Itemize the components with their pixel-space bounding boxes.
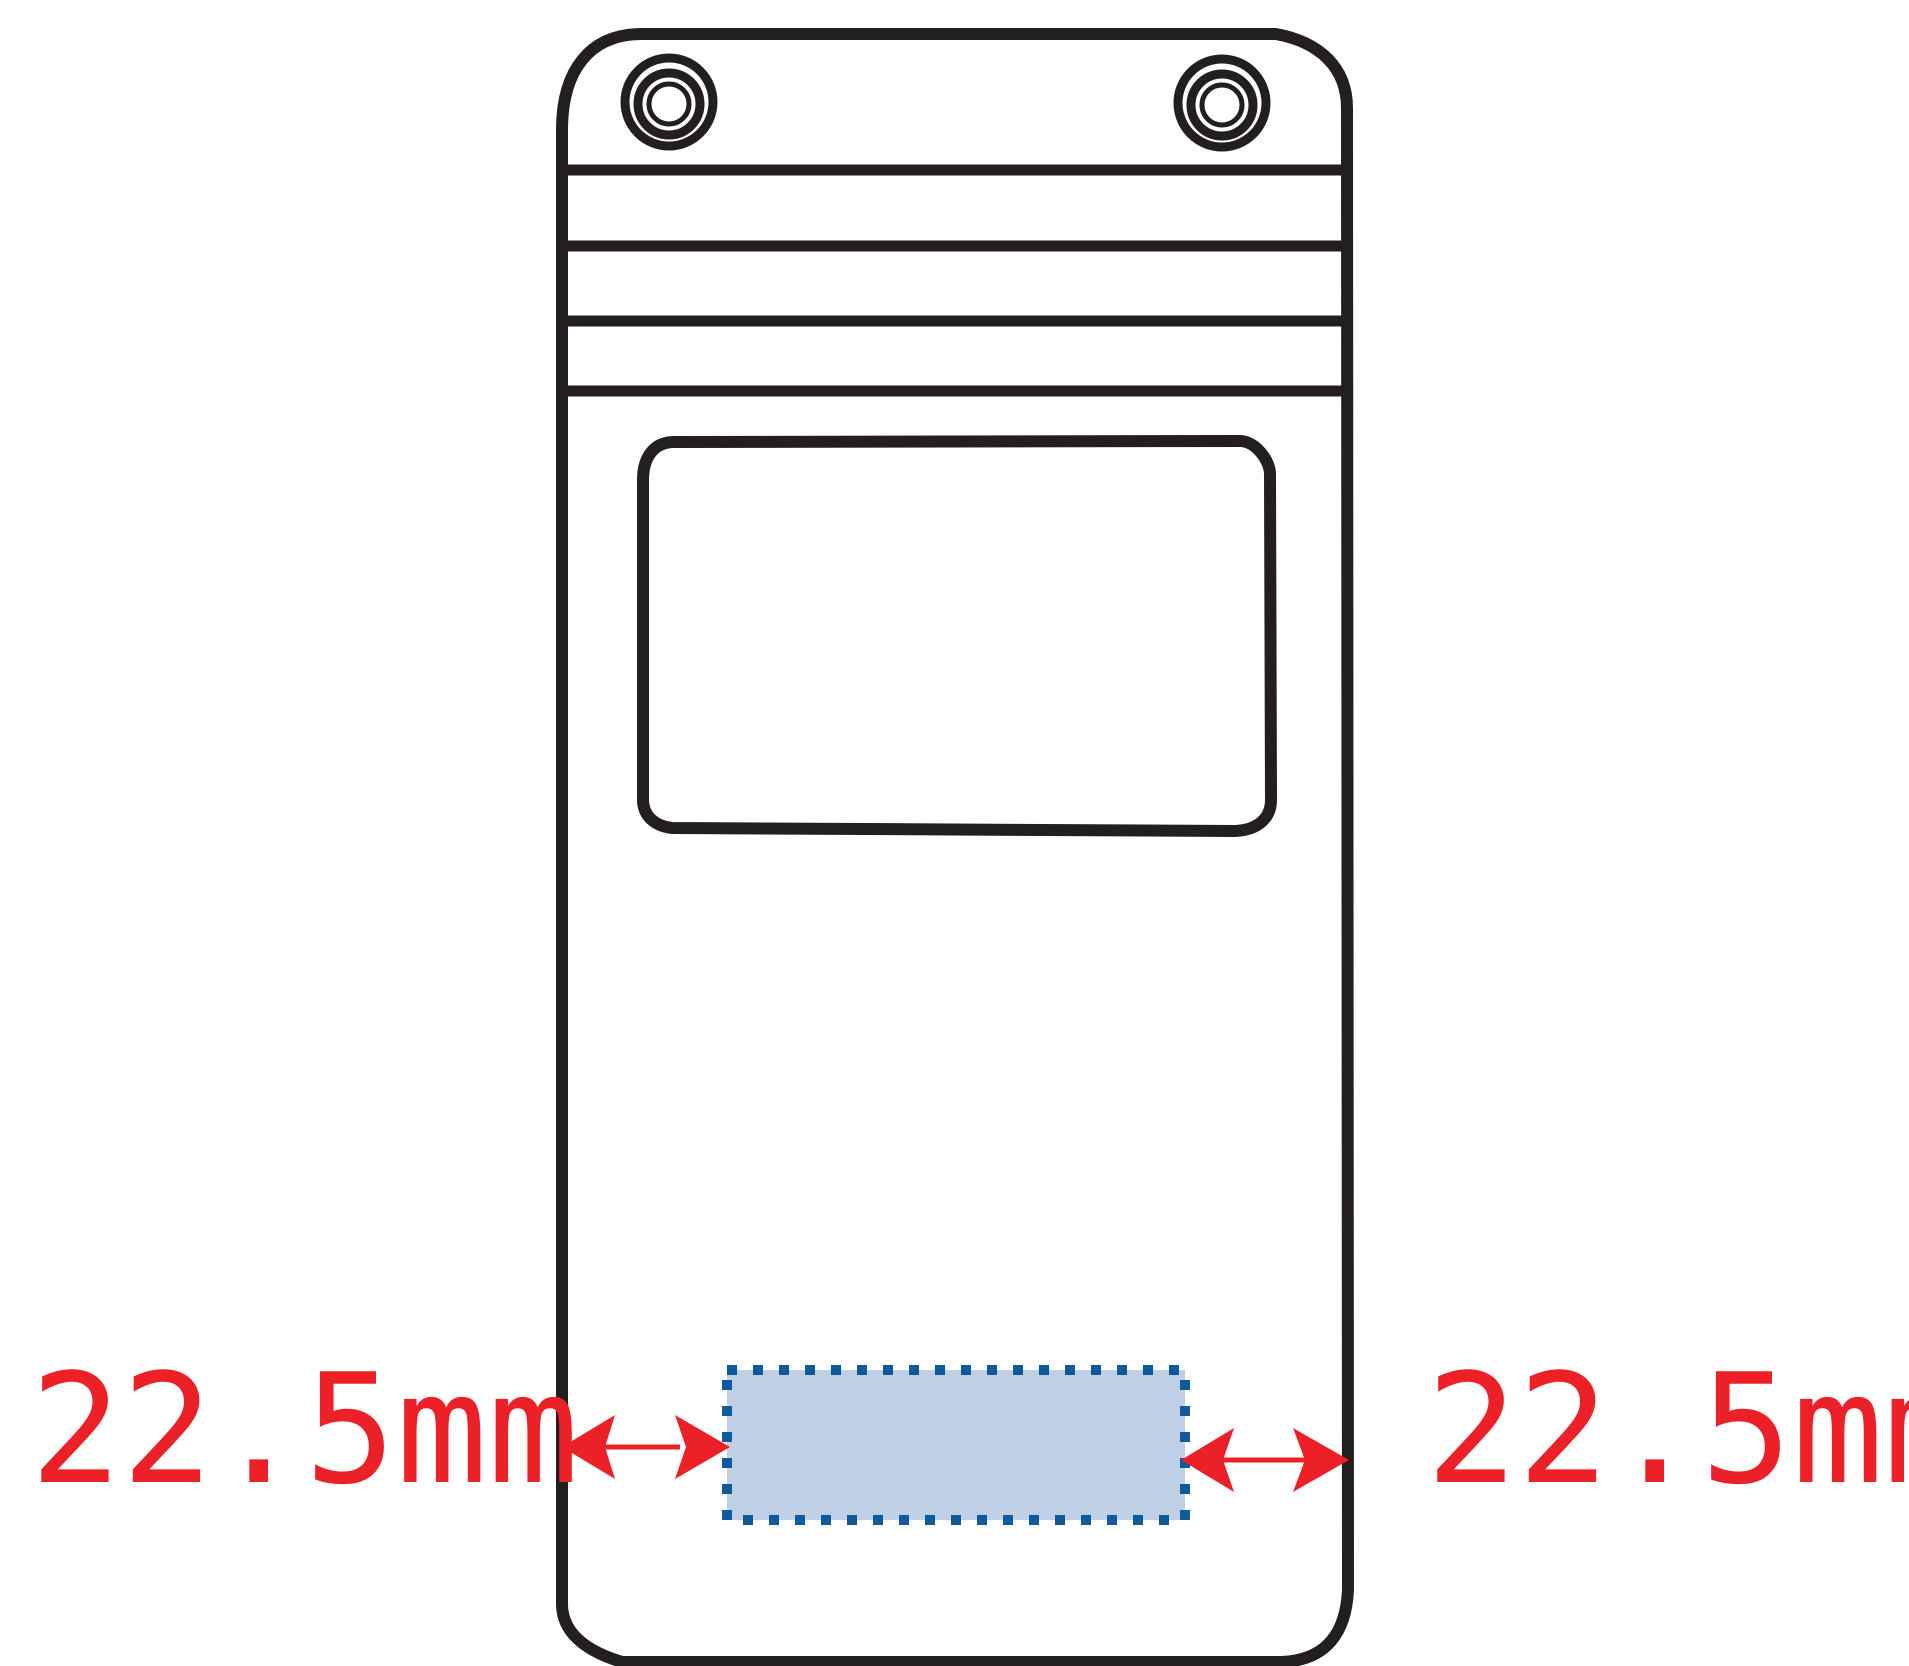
- clear-window: [637, 435, 1277, 837]
- print-area: [722, 1365, 1190, 1525]
- right-dimension-arrow: [1181, 1428, 1349, 1492]
- left-dimension-label: 22.5mm: [30, 1341, 579, 1518]
- left-dimension-arrow: [562, 1415, 730, 1479]
- right-dimension-label: 22.5mm: [1426, 1341, 1909, 1518]
- seal-lines: [562, 164, 1347, 397]
- grommet-left-icon: [620, 53, 718, 151]
- grommet-right-icon: [1173, 54, 1271, 152]
